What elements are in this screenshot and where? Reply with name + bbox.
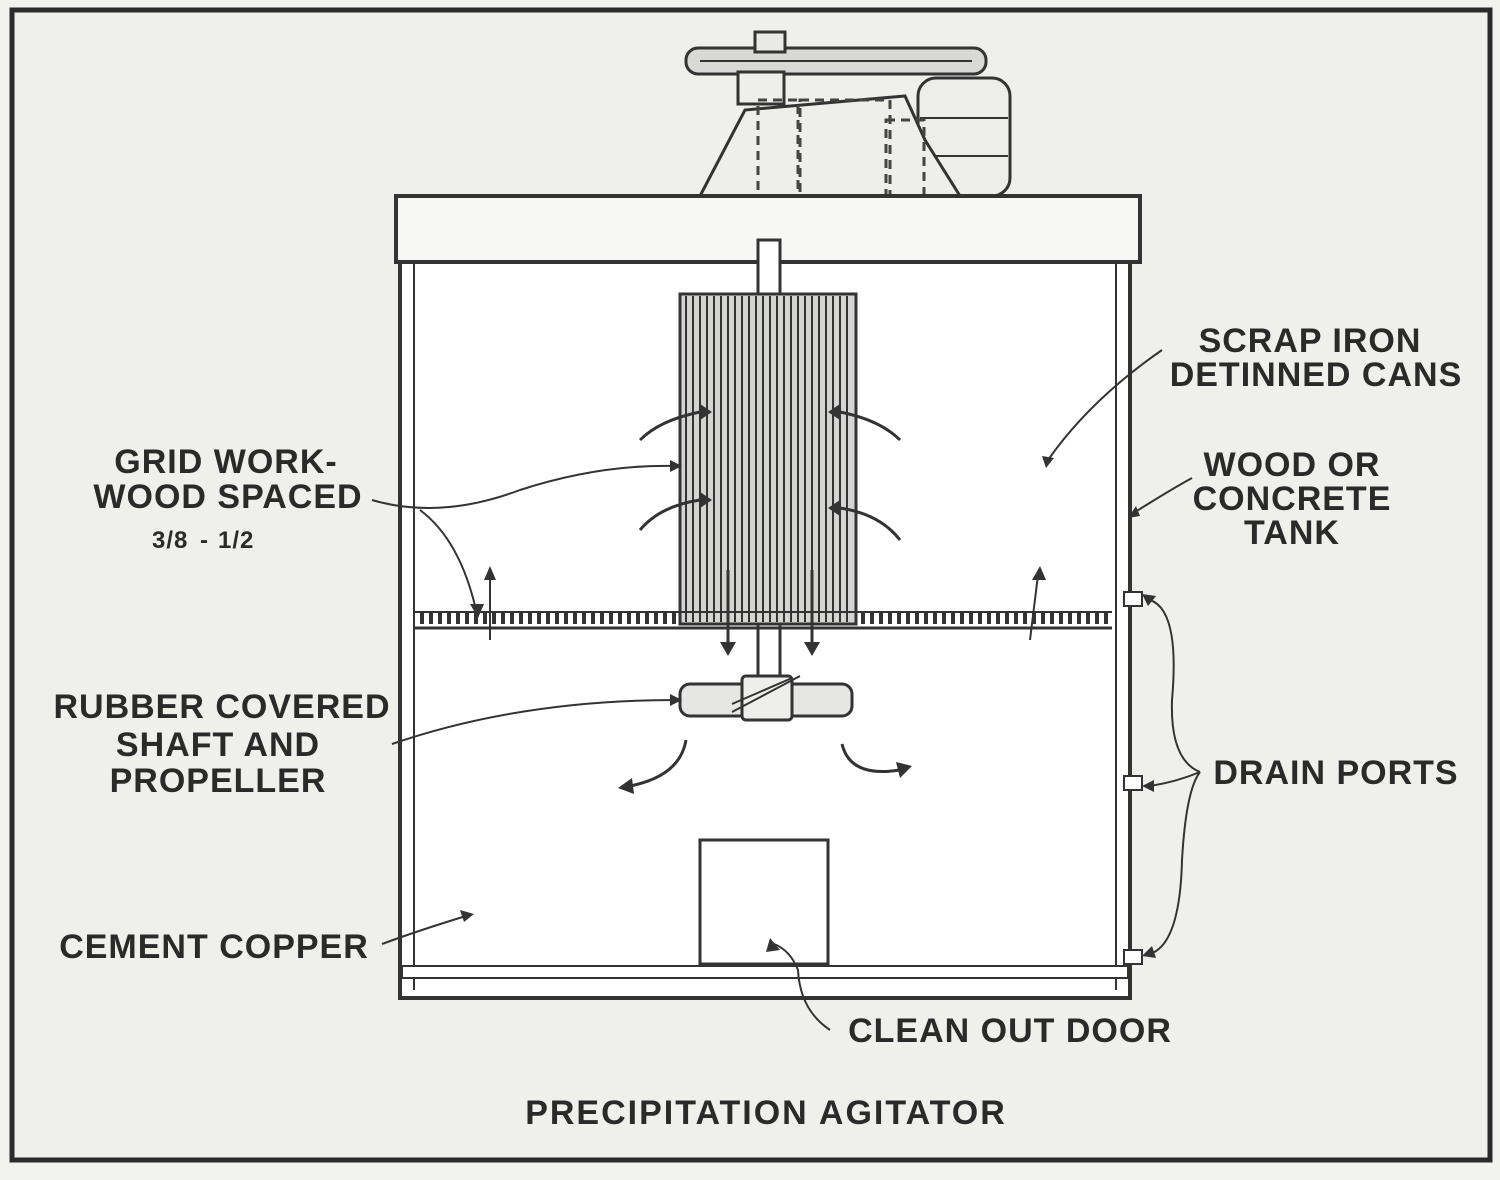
label-tank-line2: CONCRETE [1193, 480, 1392, 518]
grid-tooth [1077, 612, 1081, 624]
grid-tooth [627, 612, 631, 624]
grid-work [414, 611, 1112, 630]
grid-tooth [1014, 612, 1018, 624]
label-grid-spacing-max: 1/2 [218, 527, 254, 554]
grid-tooth [969, 612, 973, 624]
grid-tooth [933, 612, 937, 624]
grid-tooth [1086, 612, 1090, 624]
label-tank-line3: TANK [1244, 514, 1340, 552]
label-scrap-iron-line2: DETINNED CANS [1170, 356, 1463, 394]
grid-tooth [906, 612, 910, 624]
grid-tooth [510, 612, 514, 624]
grid-tooth [996, 612, 1000, 624]
grid-tooth [600, 612, 604, 624]
grid-tooth [672, 612, 676, 624]
grid-tooth [483, 612, 487, 624]
grid-tooth [1023, 612, 1027, 624]
grid-tooth [447, 612, 451, 624]
grid-tooth [1050, 612, 1054, 624]
figure-title: PRECIPITATION AGITATOR [525, 1094, 1007, 1132]
drain-port-middle [1123, 775, 1143, 791]
scrap-iron-cage [678, 292, 858, 626]
grid-tooth [1068, 612, 1072, 624]
label-shaft-line2: SHAFT AND [116, 726, 320, 764]
grid-tooth [501, 612, 505, 624]
label-scrap-iron-line1: SCRAP IRON [1199, 322, 1422, 360]
grid-tooth [960, 612, 964, 624]
drain-port-bottom [1123, 949, 1143, 965]
leader-lines [371, 349, 1201, 1031]
label-grid-spacing-dash: - [200, 527, 209, 554]
grid-tooth [582, 612, 586, 624]
grid-tooth [1059, 612, 1063, 624]
grid-tooth [1041, 612, 1045, 624]
grid-tooth [879, 612, 883, 624]
label-shaft-line3: PROPELLER [110, 762, 327, 800]
grid-tooth [861, 612, 865, 624]
label-grid-work-line2: WOOD SPACED [93, 478, 362, 516]
grid-tooth [1005, 612, 1009, 624]
grid-tooth [420, 612, 424, 624]
label-grid-work-line1: GRID WORK- [114, 443, 337, 481]
grid-tooth [429, 612, 433, 624]
grid-tooth [537, 612, 541, 624]
label-grid-work: GRID WORK- WOOD SPACED 3/8 - 1/2 [93, 443, 362, 554]
grid-tooth [915, 612, 919, 624]
grid-tooth [663, 612, 667, 624]
motor-drive-assembly [684, 30, 1012, 244]
rubber-covered-propeller [678, 674, 854, 722]
tank-floor [401, 965, 1129, 979]
grid-tooth [1095, 612, 1099, 624]
grid-tooth [870, 612, 874, 624]
label-scrap-iron: SCRAP IRON DETINNED CANS [1170, 322, 1463, 394]
grid-tooth [1104, 612, 1108, 624]
grid-tooth [924, 612, 928, 624]
grid-tooth [978, 612, 982, 624]
grid-tooth [528, 612, 532, 624]
grid-tooth [636, 612, 640, 624]
label-shaft: RUBBER COVERED SHAFT AND PROPELLER [53, 688, 390, 800]
label-clean-out-door: CLEAN OUT DOOR [848, 1012, 1172, 1050]
grid-tooth [438, 612, 442, 624]
grid-tooth [492, 612, 496, 624]
grid-tooth [618, 612, 622, 624]
grid-tooth [888, 612, 892, 624]
label-shaft-line1: RUBBER COVERED [53, 688, 390, 726]
drain-port-top [1123, 591, 1143, 607]
grid-tooth [609, 612, 613, 624]
grid-tooth [564, 612, 568, 624]
grid-tooth [654, 612, 658, 624]
grid-tooth [474, 612, 478, 624]
label-drain-ports: DRAIN PORTS [1213, 754, 1458, 792]
grid-tooth [546, 612, 550, 624]
grid-tooth [465, 612, 469, 624]
label-tank-line1: WOOD OR [1204, 446, 1381, 484]
label-tank: WOOD OR CONCRETE TANK [1193, 446, 1392, 552]
grid-tooth [951, 612, 955, 624]
label-grid-spacing-min: 3/8 [152, 527, 188, 554]
grid-tooth [555, 612, 559, 624]
grid-tooth [591, 612, 595, 624]
drain-ports [1123, 591, 1143, 965]
grid-tooth [645, 612, 649, 624]
grid-tooth [987, 612, 991, 624]
grid-tooth [573, 612, 577, 624]
grid-tooth [1032, 612, 1036, 624]
clean-out-door [698, 838, 830, 966]
flow-arrows [484, 404, 1046, 794]
grid-tooth [519, 612, 523, 624]
label-cement-copper: CEMENT COPPER [59, 928, 369, 966]
pulley-hub [753, 30, 787, 54]
grid-tooth [456, 612, 460, 624]
grid-tooth [897, 612, 901, 624]
grid-tooth [942, 612, 946, 624]
